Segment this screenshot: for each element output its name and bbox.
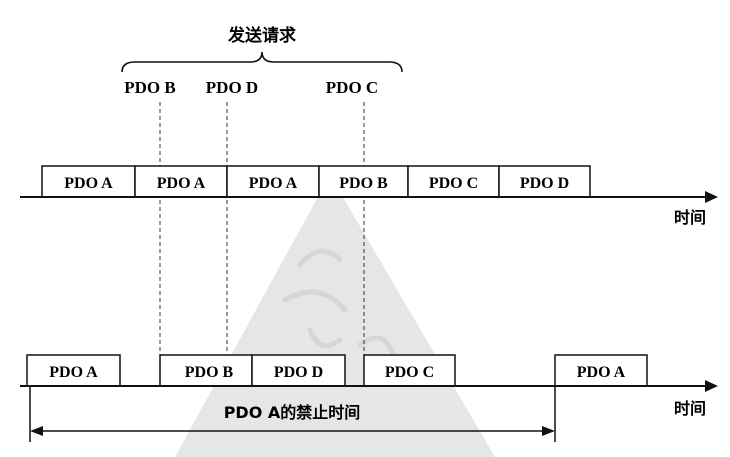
- request-item-pdo-d: PDO D: [206, 78, 258, 97]
- request-brace: [121, 51, 403, 73]
- top-box-label: PDO C: [429, 175, 478, 192]
- top-box-label: PDO B: [339, 175, 388, 192]
- top-box-pdo-c: [407, 165, 500, 198]
- request-label: 发送请求: [227, 25, 296, 46]
- bottom-box-label: PDO C: [385, 364, 434, 381]
- top-box-label: PDO A: [64, 175, 113, 192]
- bottom-timeline: PDO A PDO B PDO D PDO C PDO A 时间 PDO A的禁…: [20, 354, 718, 442]
- request-item-pdo-c: PDO C: [326, 78, 378, 97]
- top-box-pdo-a-1: [41, 165, 136, 198]
- bottom-box-pdo-a-1: [26, 354, 121, 387]
- inhibit-right-arrow-icon: [542, 426, 555, 436]
- bottom-axis-label: 时间: [674, 399, 706, 418]
- inhibit-time-label: PDO A的禁止时间: [224, 403, 361, 422]
- top-box-label: PDO A: [157, 175, 206, 192]
- bottom-axis-arrow-icon: [705, 380, 718, 392]
- bottom-box-label: PDO D: [274, 364, 323, 381]
- top-timeline: PDO A PDO A PDO A PDO B PDO C PDO D 时间: [20, 165, 718, 227]
- top-axis-label: 时间: [674, 208, 706, 227]
- bottom-box-label: PDO A: [577, 364, 626, 381]
- inhibit-left-arrow-icon: [30, 426, 43, 436]
- top-box-label: PDO D: [520, 175, 569, 192]
- top-axis-arrow-icon: [705, 191, 718, 203]
- bottom-box-label: PDO B: [185, 364, 234, 381]
- bottom-box-pdo-d: [251, 354, 346, 387]
- request-item-pdo-b: PDO B: [124, 78, 175, 97]
- bottom-box-label: PDO A: [49, 364, 98, 381]
- top-box-label: PDO A: [249, 175, 298, 192]
